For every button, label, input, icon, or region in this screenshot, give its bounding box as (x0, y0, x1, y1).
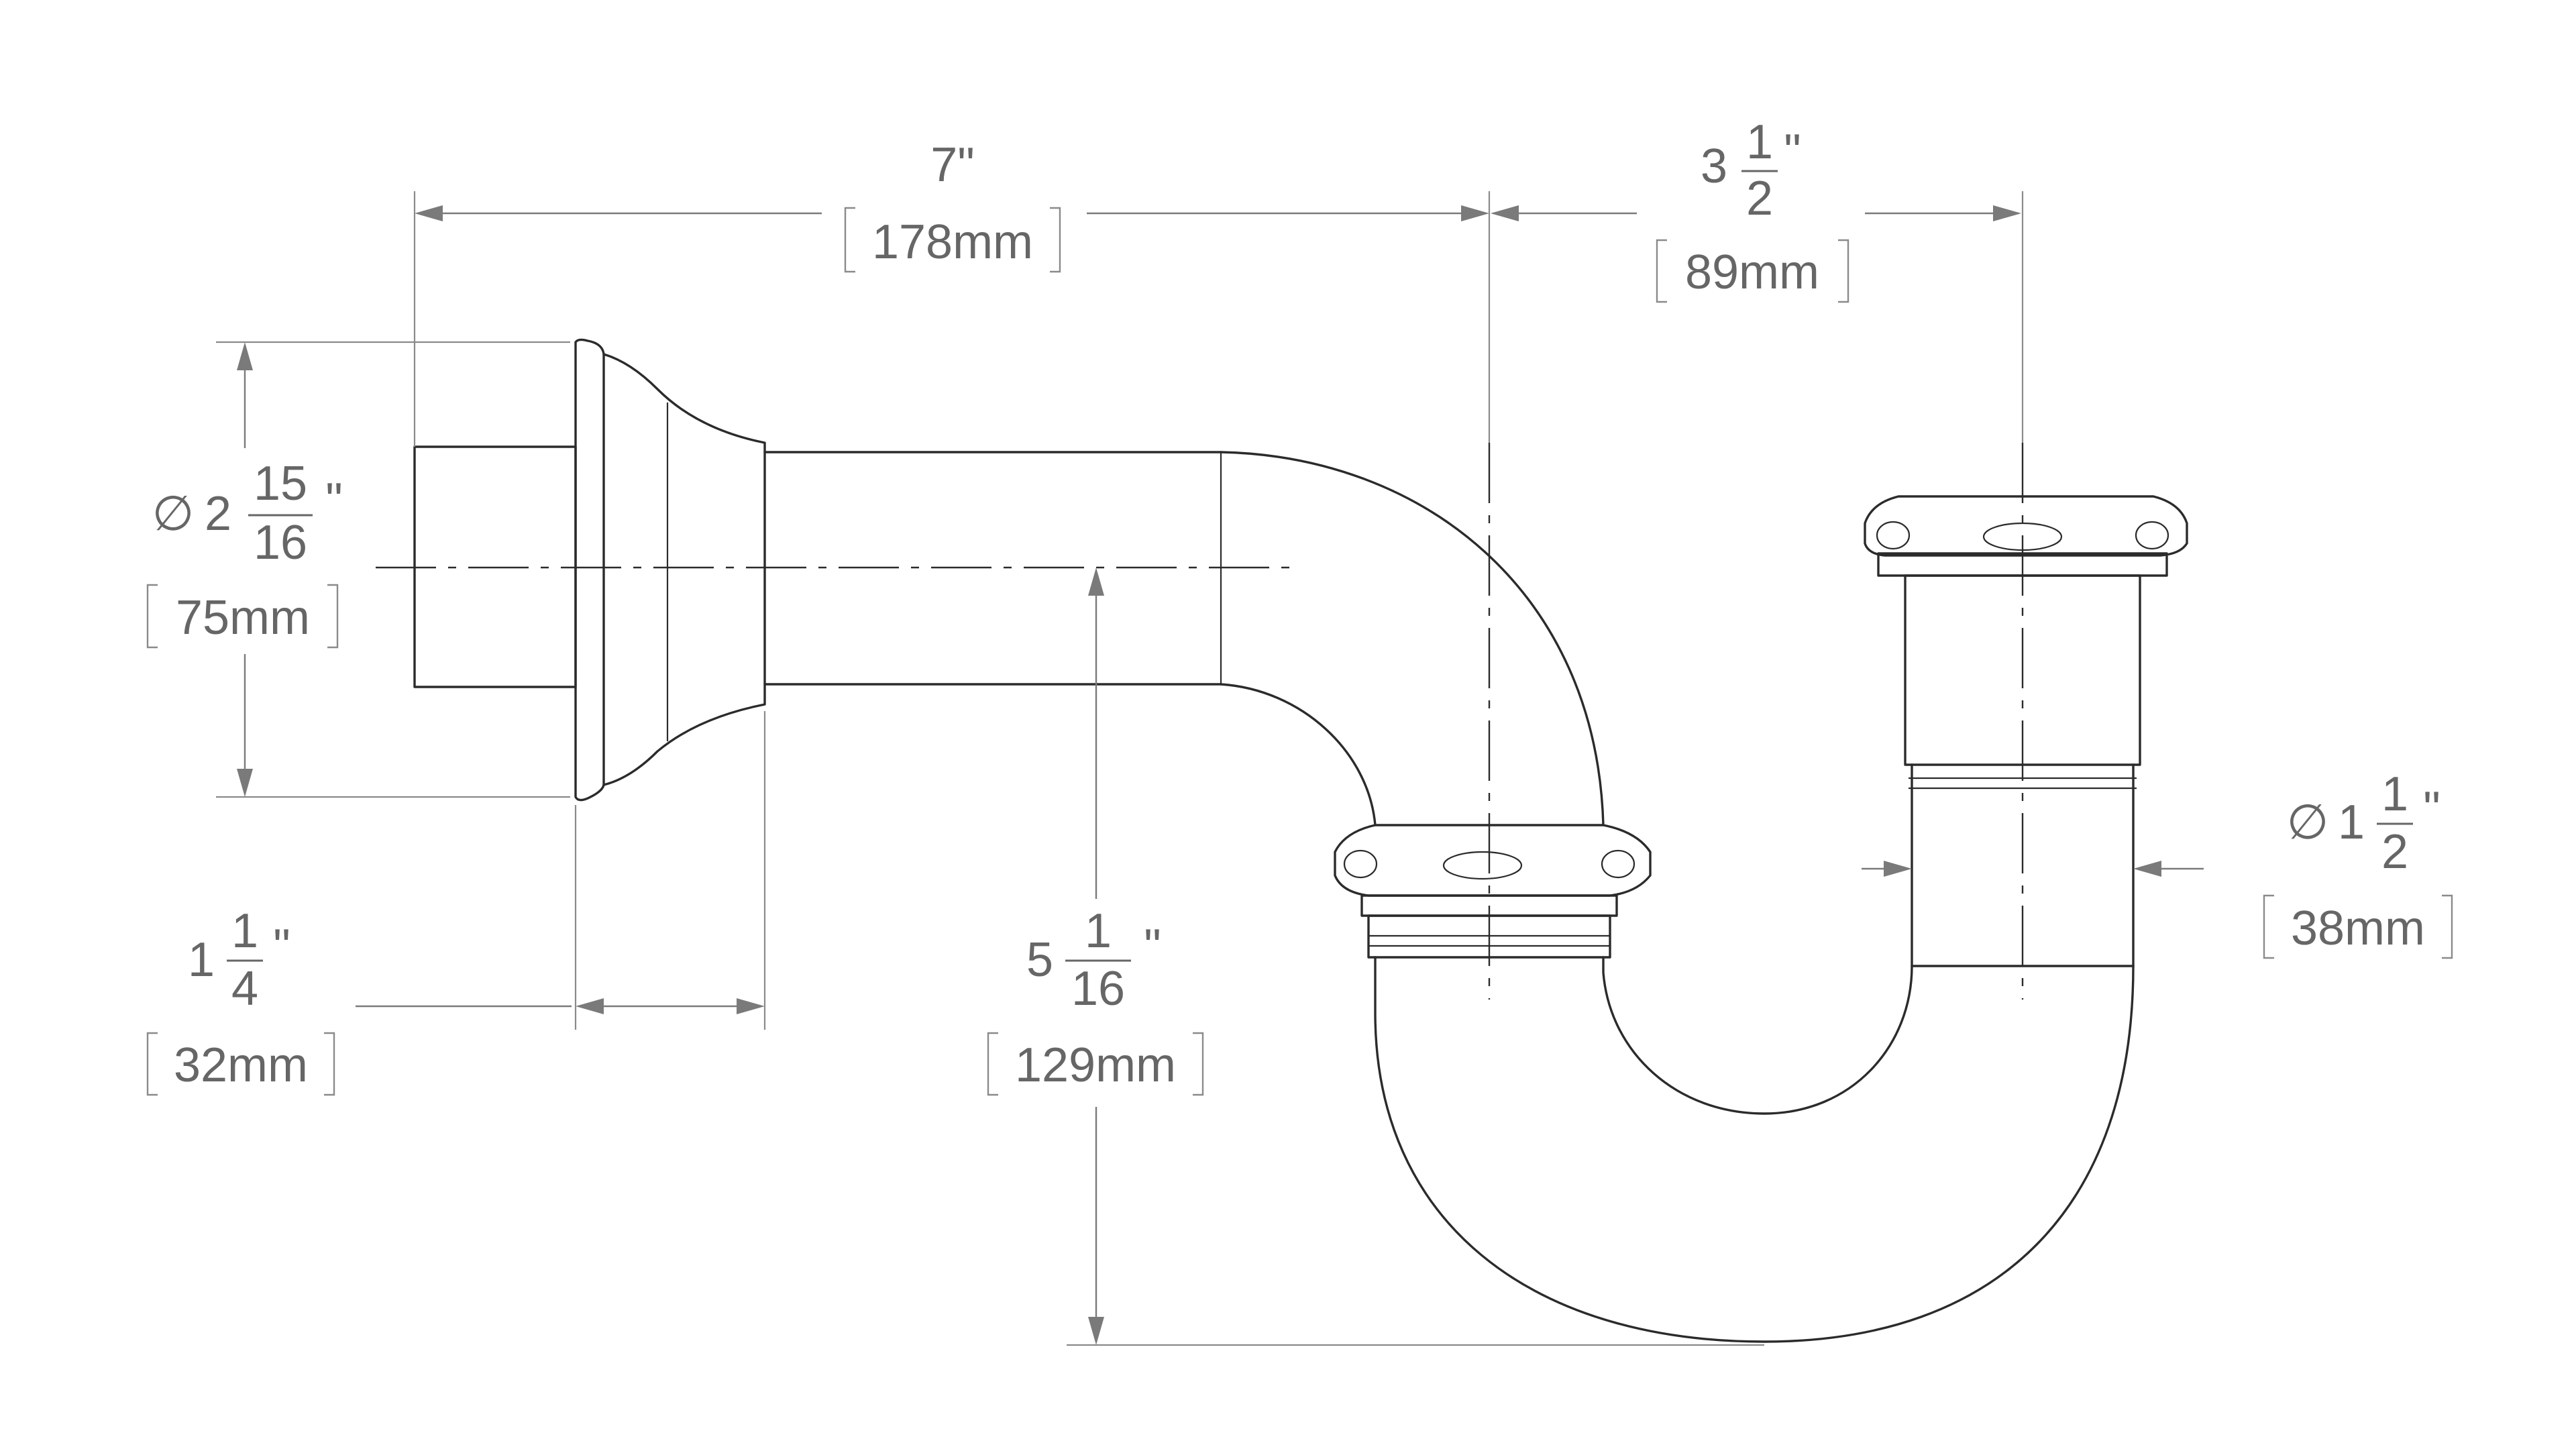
dim-flange-depth: 1 1 4 " 32mm (146, 904, 335, 1096)
trap-offset-mm: 89mm (1685, 246, 1819, 299)
flange-depth-inch-mark: " (273, 920, 290, 973)
drop-height-mm: 129mm (1015, 1038, 1176, 1092)
trap-offset-numerator: 1 (1746, 115, 1773, 169)
dim-trap-offset: 3 1 2 " 89mm (1656, 115, 1849, 303)
drop-height-denominator: 16 (1071, 962, 1125, 1016)
centerlines (376, 443, 2024, 1000)
flange-diameter-whole: 2 (205, 487, 231, 541)
flange-diameter-symbol: ∅ (152, 487, 195, 541)
flange-diameter-mm: 75mm (176, 591, 310, 645)
flange-diameter-denominator: 16 (254, 516, 307, 570)
tailpiece-diameter-inch-mark: " (2423, 782, 2440, 836)
tailpiece-diameter-mm: 38mm (2291, 902, 2425, 955)
trap-offset-inch-mark: " (1784, 125, 1801, 178)
trap-offset-whole: 3 (1701, 140, 1727, 193)
dim-flange-diameter: ∅ 2 15 16 " 75mm (146, 457, 343, 649)
tailpiece-diameter-whole: 1 (2338, 796, 2365, 849)
tailpiece-diameter-symbol: ∅ (2287, 796, 2329, 849)
flange-diameter-inch-mark: " (325, 474, 343, 527)
drop-height-whole: 5 (1026, 933, 1053, 987)
flange-depth-numerator: 1 (231, 904, 258, 958)
overall-length-inch: 7" (930, 138, 975, 192)
drop-height-numerator: 1 (1085, 904, 1112, 958)
trap-offset-denominator: 2 (1746, 172, 1773, 225)
wall-flange (413, 338, 766, 802)
flange-depth-mm: 32mm (174, 1038, 308, 1092)
tailpiece-diameter-denominator: 2 (2381, 825, 2408, 879)
flange-diameter-numerator: 15 (254, 457, 307, 511)
trap-upper-bend (1220, 451, 1605, 826)
right-slip-nut (1864, 495, 2188, 557)
dim-drop-height: 5 1 16 " 129mm (987, 904, 1204, 1096)
flange-depth-whole: 1 (188, 933, 215, 987)
drop-height-inch-mark: " (1144, 920, 1161, 973)
overall-length-mm: 178mm (872, 215, 1033, 269)
p-trap-outline (376, 338, 2188, 1343)
dim-overall-length: 7" 178mm (844, 138, 1061, 273)
u-bend (1374, 956, 2135, 1343)
tailpiece-diameter-numerator: 1 (2381, 767, 2408, 821)
left-slip-nut (1334, 824, 1652, 959)
flange-depth-denominator: 4 (231, 962, 258, 1016)
dimension-lines (216, 191, 2204, 1346)
dim-tailpiece-diameter: ∅ 1 1 2 " 38mm (2263, 767, 2453, 959)
